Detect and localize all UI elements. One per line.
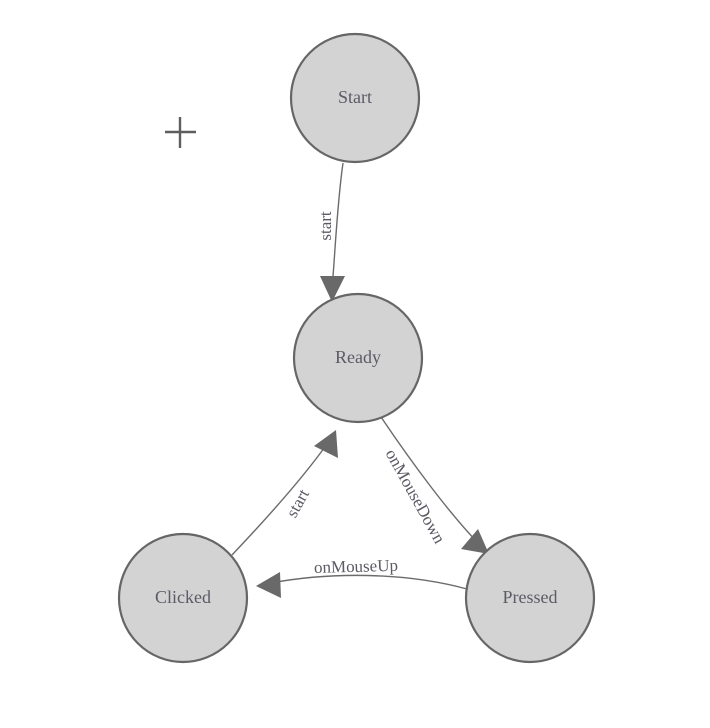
state-node-circle[interactable] xyxy=(292,292,424,424)
state-node-pressed[interactable]: Pressed xyxy=(464,532,596,664)
edge-pressed-to-clicked[interactable]: onMouseUp xyxy=(256,556,468,598)
state-node-label-ready: Ready xyxy=(335,347,381,367)
state-node-label-clicked: Clicked xyxy=(155,587,211,607)
edge-line xyxy=(380,416,480,545)
state-node-label-start: Start xyxy=(338,87,372,107)
edge-line xyxy=(270,574,468,590)
edge-arrowhead xyxy=(256,572,281,598)
plus-marker-icon xyxy=(165,117,196,148)
edge-label-start-to-ready: start xyxy=(316,211,335,241)
state-node-clicked[interactable]: Clicked xyxy=(117,532,249,664)
edge-arrowhead xyxy=(461,529,489,554)
edge-clicked-to-ready[interactable]: start xyxy=(231,430,338,556)
state-node-circle[interactable] xyxy=(464,532,596,664)
edge-label-on-mouse-up: onMouseUp xyxy=(314,556,399,577)
state-node-circle[interactable] xyxy=(117,532,249,664)
edge-arrowhead xyxy=(320,276,345,302)
edge-ready-to-pressed[interactable]: onMouseDown xyxy=(380,416,489,554)
edge-start-to-ready[interactable]: start xyxy=(316,162,345,302)
edge-label-clicked-to-ready: start xyxy=(282,486,313,521)
state-node-start[interactable]: Start xyxy=(289,32,421,164)
edge-line xyxy=(231,443,328,556)
state-node-label-pressed: Pressed xyxy=(503,587,558,607)
edge-label-on-mouse-down: onMouseDown xyxy=(382,446,450,547)
state-node-circle[interactable] xyxy=(289,32,421,164)
state-node-ready[interactable]: Ready xyxy=(292,292,424,424)
edge-arrowhead xyxy=(314,430,338,458)
